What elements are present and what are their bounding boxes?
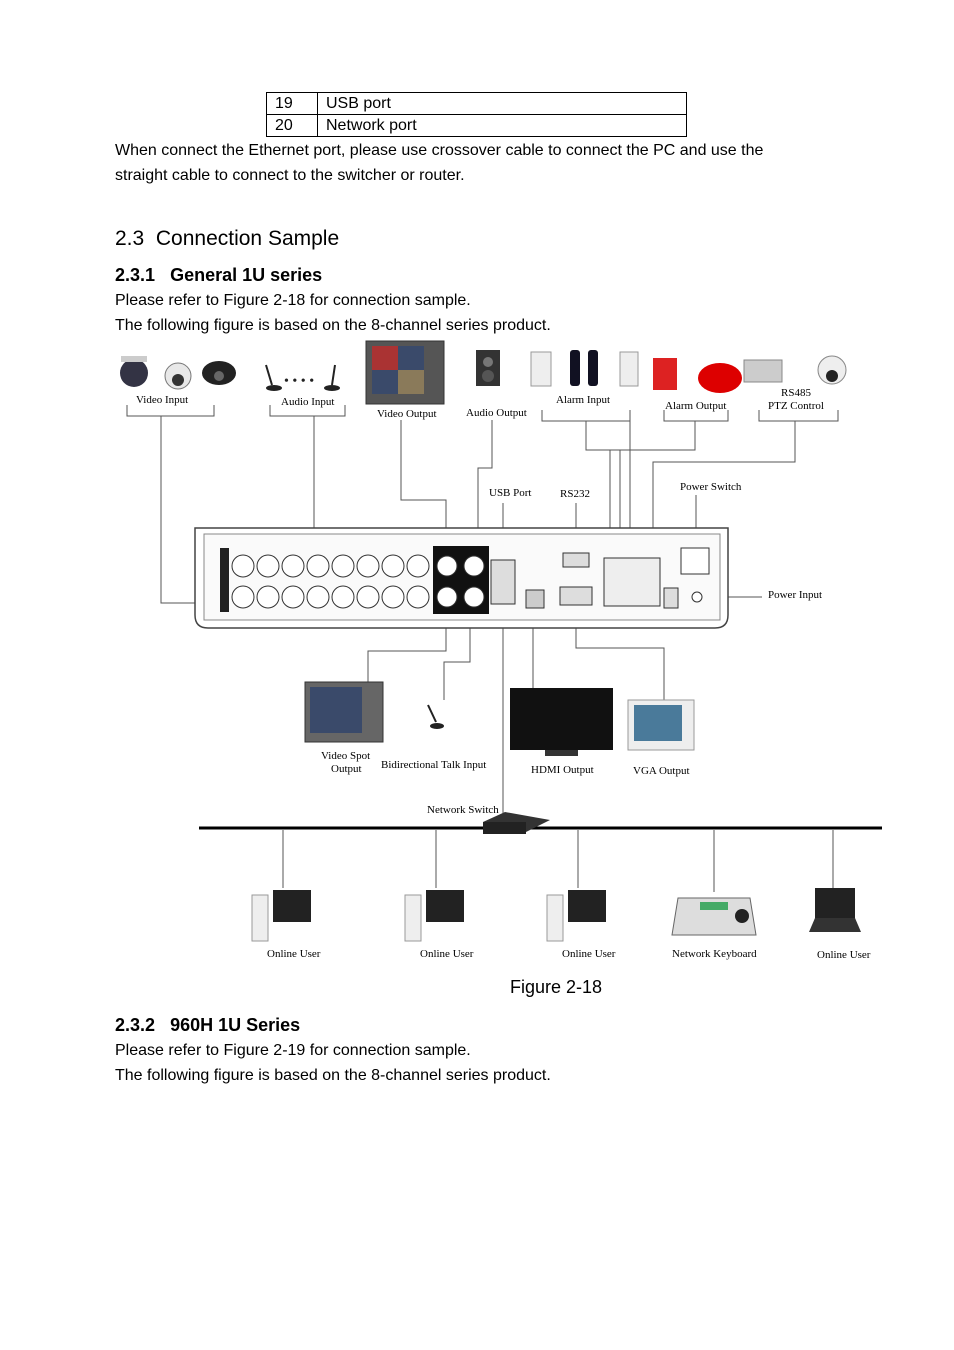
label-video-spot: Video Spot	[321, 750, 370, 762]
label-bidirectional-talk: Bidirectional Talk Input	[381, 759, 486, 771]
network-switch-icon	[483, 812, 550, 834]
section-number: 2.3	[115, 227, 145, 250]
label-video-spot-output: Output	[331, 763, 362, 775]
label-vga-output: VGA Output	[633, 765, 690, 777]
section-2-3-1-text: Please refer to Figure 2-18 for connecti…	[115, 288, 835, 338]
monitor-icon	[365, 340, 445, 405]
dvr-rear-panel	[194, 527, 729, 629]
text-line: The following figure is based on the 8-c…	[115, 317, 551, 334]
section-heading-2-3-1: 2.3.1 General 1U series	[115, 265, 322, 286]
label-online-user: Online User	[267, 948, 321, 960]
alarm-sensor-icons	[530, 350, 847, 393]
hdmi-tv-icon	[510, 688, 613, 756]
talk-microphone-icon	[427, 704, 444, 729]
speaker-icon	[476, 350, 500, 386]
ports-table: 19 USB port 20 Network port	[266, 92, 687, 137]
label-ptz-control: PTZ Control	[768, 400, 824, 412]
label-alarm-input: Alarm Input	[556, 394, 610, 406]
keyboard-icon	[671, 897, 757, 936]
figure-caption: Figure 2-18	[510, 977, 603, 997]
label-video-output: Video Output	[377, 408, 437, 420]
label-rs485: RS485	[781, 387, 811, 399]
label-usb-port: USB Port	[489, 487, 532, 499]
label-audio-input: Audio Input	[281, 396, 334, 408]
microphone-icons: • • • •	[265, 364, 340, 391]
section-title: Connection Sample	[155, 227, 340, 250]
port-description: Network port	[317, 114, 687, 137]
camera-icons	[120, 356, 236, 390]
label-online-user: Online User	[817, 949, 871, 961]
connector-lines	[126, 405, 839, 892]
label-online-user: Online User	[420, 948, 474, 960]
section-2-3-2-text: Please refer to Figure 2-19 for connecti…	[115, 1038, 835, 1088]
intro-paragraph: When connect the Ethernet port, please u…	[115, 138, 835, 188]
intro-line-2: straight cable to connect to the switche…	[115, 167, 465, 184]
label-hdmi-output: HDMI Output	[531, 764, 594, 776]
section-heading-2-3-2: 2.3.2 960H 1U Series	[115, 1015, 300, 1036]
svg-text:• • • •: • • • •	[284, 374, 314, 389]
spot-monitor-icon	[304, 681, 384, 743]
text-line: Please refer to Figure 2-19 for connecti…	[115, 1042, 471, 1059]
section-title: General 1U series	[170, 265, 323, 285]
intro-line-1: When connect the Ethernet port, please u…	[115, 142, 764, 159]
label-power-input: Power Input	[768, 589, 822, 601]
label-network-switch: Network Switch	[427, 804, 499, 816]
pc-icons	[251, 890, 606, 942]
bnc-connectors	[231, 554, 430, 609]
section-title: 960H 1U Series	[170, 1015, 301, 1035]
diagram-labels: Video Input Audio Input Video Output Aud…	[136, 387, 871, 961]
label-rs232: RS232	[560, 488, 590, 500]
port-number: 20	[266, 114, 318, 137]
section-heading-2-3: 2.3 Connection Sample	[115, 227, 339, 251]
section-number: 2.3.1	[115, 265, 156, 285]
label-network-keyboard: Network Keyboard	[672, 948, 757, 960]
label-alarm-output: Alarm Output	[665, 400, 726, 412]
vga-monitor-icon	[627, 699, 695, 751]
label-video-input: Video Input	[136, 394, 188, 406]
label-power-switch: Power Switch	[680, 481, 742, 493]
label-audio-output: Audio Output	[466, 407, 527, 419]
table-row: 20 Network port	[266, 114, 687, 137]
text-line: Please refer to Figure 2-18 for connecti…	[115, 292, 471, 309]
label-online-user: Online User	[562, 948, 616, 960]
text-line: The following figure is based on the 8-c…	[115, 1067, 551, 1084]
laptop-icon	[809, 888, 861, 932]
section-number: 2.3.2	[115, 1015, 156, 1035]
